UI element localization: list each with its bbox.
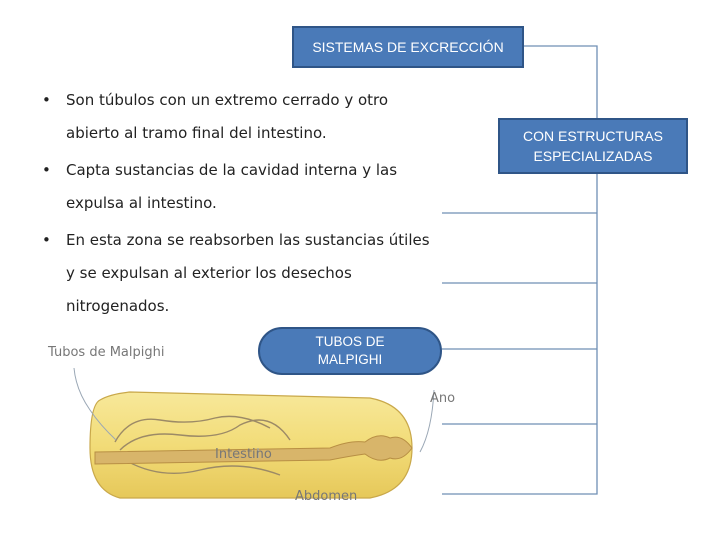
label-abdomen: Abdomen bbox=[295, 489, 357, 504]
bullet-text: En esta zona se reabsorben las sustancia… bbox=[66, 231, 430, 315]
bullet-text: Son túbulos con un extremo cerrado y otr… bbox=[66, 91, 389, 142]
specialized-structures-text: CON ESTRUCTURAS ESPECIALIZADAS bbox=[522, 128, 663, 164]
malpighi-tubes-pill: TUBOS DE MALPIGHI bbox=[258, 327, 442, 375]
bullet-item: • Son túbulos con un extremo cerrado y o… bbox=[40, 84, 440, 150]
bullet-text: Capta sustancias de la cavidad interna y… bbox=[66, 161, 398, 212]
bullet-dot: • bbox=[42, 91, 51, 109]
malpighi-tubes-text: TUBOS DE MALPIGHI bbox=[315, 334, 385, 367]
title-box: SISTEMAS DE EXCRECCIÓN bbox=[292, 26, 524, 68]
malpighi-illustration: Tubos de Malpighi Ano Intestino Abdomen bbox=[47, 345, 455, 504]
title-text: SISTEMAS DE EXCRECCIÓN bbox=[312, 39, 504, 55]
abdomen-shape bbox=[89, 391, 413, 499]
label-ano: Ano bbox=[430, 391, 455, 406]
label-intestino: Intestino bbox=[215, 447, 272, 462]
bullet-list: • Son túbulos con un extremo cerrado y o… bbox=[40, 84, 440, 327]
intestine-shape bbox=[94, 435, 413, 465]
bullet-dot: • bbox=[42, 231, 51, 249]
specialized-structures-box: CON ESTRUCTURAS ESPECIALIZADAS bbox=[498, 118, 688, 174]
bullet-item: • En esta zona se reabsorben las sustanc… bbox=[40, 224, 440, 323]
bullet-item: • Capta sustancias de la cavidad interna… bbox=[40, 154, 440, 220]
bullet-dot: • bbox=[42, 161, 51, 179]
tubules bbox=[114, 415, 291, 476]
label-tubos: Tubos de Malpighi bbox=[47, 345, 164, 360]
